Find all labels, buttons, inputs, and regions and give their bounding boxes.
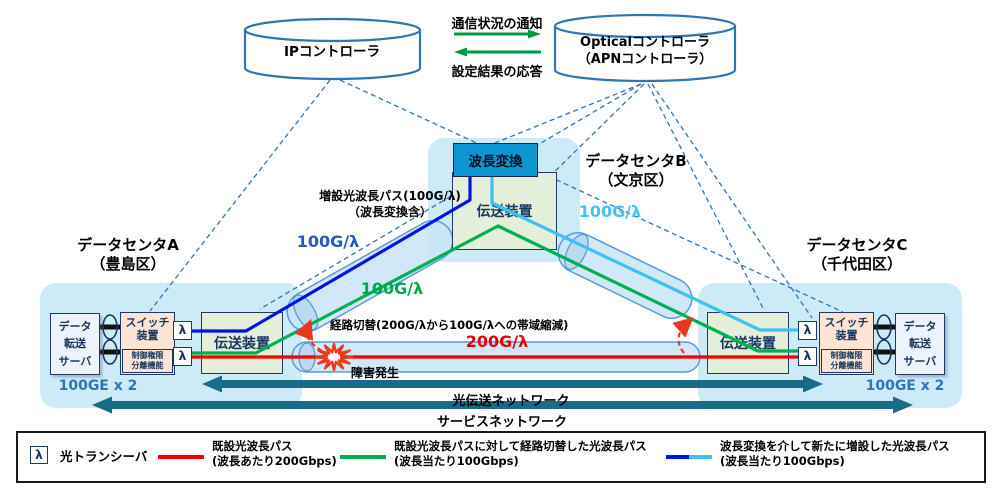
control-separation-c-line1: 制御権限 [830,351,863,360]
data-server-c-line3: サーバ [903,354,937,368]
added-path-lightblue [490,177,798,332]
added-path-annotation-line2: （波長変換含） [347,205,433,220]
ge-label-right: 100GE x 2 [865,378,945,394]
datacenter-b-ward: （文京区） [598,171,674,190]
rerouted-path-green [192,224,798,355]
switch-device-c: スイッチ 装置 制御権限 分離機能 [819,312,874,375]
added-path-blue [192,177,472,333]
legend-rerouted-label: 既設光波長パスに対して経路切替した光波長パス (波長当たり100Gbps) [394,439,647,469]
lambda-icon: λ [35,446,43,462]
control-separation-c-line2: 分離機能 [830,361,863,370]
legend-blue-line-swatch [666,455,712,459]
legend-added-line1: 波長変換を介して新たに増設した光波長パス [720,439,950,453]
switch-a-line1: スイッチ [125,316,170,329]
legend-existing-line2: (波長あたり200Gbps) [212,453,337,468]
legend-green-line-swatch [340,455,386,459]
added-path-annotation-line1: 増設光波長パス(100G/λ) [319,189,461,203]
transceiver-a-top: λ [173,321,192,340]
control-separation-c: 制御権限 分離機能 [821,349,872,373]
lambda-icon: λ [178,322,187,338]
transport-device-a: 伝送装置 [201,312,283,374]
data-server-a-line1: データ [58,320,92,334]
rate-label-lightblue: 100G/λ [578,202,642,221]
reroute-arrow-right [672,317,694,354]
service-network-label: サービスネットワーク [436,415,568,430]
control-separation-a-line2: 分離機能 [131,361,164,370]
service-network-arrow [92,396,913,414]
failure-annotation: 障害発生 [351,366,400,380]
transceiver-c-top: λ [798,321,817,340]
lambda-icon: λ [803,348,812,364]
datacenter-b-name: データセンタB [585,152,687,170]
transceiver-a-bottom: λ [173,347,192,366]
data-server-a-line3: サーバ [58,354,92,368]
datacenter-b-title: データセンタB （文京区） [585,152,686,190]
switch-c-line2: 装置 [835,329,858,343]
data-server-c-line1: データ [903,320,937,334]
link-optical-to-transceiver-c [651,83,813,319]
data-server-a-line2: 転送 [64,337,86,351]
lambda-icon: λ [803,322,812,338]
rate-label-blue: 100G/λ [296,232,360,251]
control-separation-a: 制御権限 分離機能 [122,349,173,373]
rate-label-red: 200G/λ [465,332,529,351]
legend-added-label: 波長変換を介して新たに増設した光波長パス (波長当たり100Gbps) [720,439,950,469]
reply-label: 設定結果の応答 [451,65,543,80]
reroute-annotation: 経路切替(200G/λから100G/λへの帯域縮減) [330,318,569,332]
datacenter-a-title: データセンタA （豊島区） [77,236,179,274]
ge-label-left: 100GE x 2 [58,378,138,394]
wavelength-conversion-box: 波長変換 [453,143,538,177]
datacenter-c-title: データセンタC （千代田区） [806,236,907,274]
data-server-a: データ 転送 サーバ [50,313,100,375]
legend-existing-line1: 既設光波長パス [212,439,293,453]
failure-burst-icon [314,342,354,372]
legend-rerouted-line1: 既設光波長パスに対して経路切替した光波長パス [394,439,647,453]
optical-network-label: 光伝送ネットワーク [452,394,570,409]
control-separation-a-line1: 制御権限 [131,351,164,360]
data-server-c: データ 転送 サーバ [895,313,945,375]
link-ip-to-switch-c [339,79,844,313]
legend-transceiver-icon: λ [30,446,48,464]
datacenter-a-ward: （豊島区） [90,255,166,274]
transport-device-a-label: 伝送装置 [214,336,270,352]
switch-a-line2: 装置 [136,329,159,343]
added-path-annotation: 増設光波長パス(100G/λ) （波長変換含） [319,188,461,220]
transceiver-c-bottom: λ [798,347,817,366]
optical-controller-cylinder [553,13,737,83]
link-optical-to-wavelength-conversion [489,83,642,146]
datacenter-a-name: データセンタA [77,236,179,254]
optical-network-arrow [202,375,823,393]
legend-existing-label: 既設光波長パス (波長あたり200Gbps) [212,439,337,469]
ip-controller-label: IPコントローラ [284,44,380,60]
optical-controller-label-line1: Opticalコントローラ [580,35,710,50]
link-optical-to-transport-b [539,83,645,187]
wavelength-conversion-label: 波長変換 [468,154,523,170]
datacenter-c-name: データセンタC [806,236,908,254]
legend: λ 光トランシーバ 既設光波長パス (波長あたり200Gbps) 既設光波長パス… [16,431,986,483]
reroute-arrow-left [294,318,323,352]
controller-links [149,79,844,319]
legend-added-line2: (波長当たり100Gbps) [720,453,845,468]
legend-rerouted-line2: (波長当たり100Gbps) [394,453,519,468]
legend-transceiver-label: 光トランシーバ [60,449,148,464]
data-server-c-line2: 転送 [909,337,931,351]
lambda-icon: λ [178,348,187,364]
link-ip-to-switch-a [149,79,331,312]
reply-arrow [454,47,541,57]
notify-arrow [454,29,541,39]
legend-red-line-swatch [158,455,204,459]
link-optical-to-transport-a [259,83,642,310]
notify-label: 通信状況の通知 [451,17,543,32]
datacenter-c-ward: （千代田区） [811,255,903,274]
server-switch-links [100,314,896,365]
switch-device-a: スイッチ 装置 制御権限 分離機能 [120,312,175,375]
optical-controller-label-line2: （APNコントローラ） [577,52,713,67]
ip-controller-cylinder [243,17,422,81]
rate-label-green: 100G/λ [360,279,424,298]
switch-c-line1: スイッチ [824,316,869,329]
